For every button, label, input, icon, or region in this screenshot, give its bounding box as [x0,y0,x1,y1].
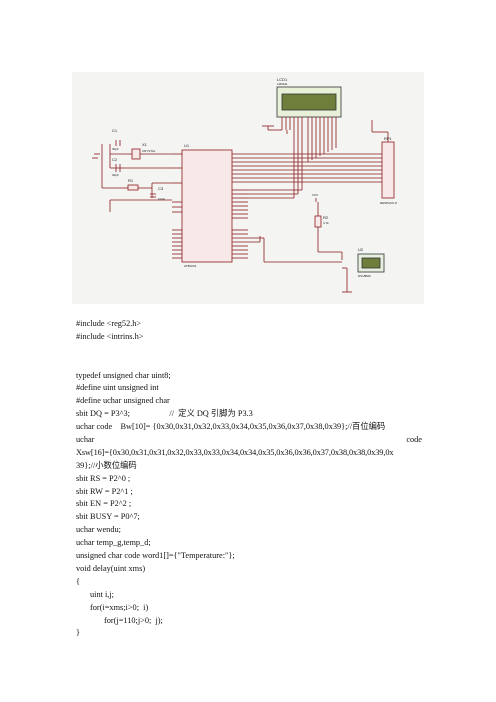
code-line-typedef: typedef unsigned char uint8; [76,370,171,380]
rp1-model: RESPACK-8 [380,201,397,205]
code-line-include-reg52: #include <reg52.h> [76,319,142,328]
u2-model: DS18B20 [358,274,371,278]
lcd-label: LCD1 [277,77,288,82]
r2-label: R2 [323,215,329,220]
code-line-delay-signature: void delay(uint xms) [76,563,146,573]
code-line-include-intrins: #include <intrins.h> [76,331,144,341]
c1-label: C1 [112,128,118,133]
code-line-sbit-en: sbit EN = P2^2 ; [76,499,132,509]
code-line-sbit-busy: sbit BUSY = P0^7; [76,512,140,522]
x1-value: CRYSTAL [142,149,156,153]
code-line-bw-array: uchar code Bw[10]= {0x30,0x31,0x32,0x33,… [76,422,386,432]
lcd-model: LM016L [277,82,288,86]
circuit-schematic-figure: LCD1 LM016L U1 AT89C51 C1 30pF C2 30pF C… [72,72,424,304]
xsw-code: code [406,435,422,445]
c2-label: C2 [112,157,118,162]
u2-label: U2 [358,247,364,252]
source-code-block: #include <reg52.h> #include <intrins.h> … [76,318,422,640]
code-line-xsw-array: Xsw[16]={0x30,0x31,0x31,0x32,0x33,0x33,0… [76,447,394,457]
c3-label: C3 [158,186,164,191]
c2-value: 30pF [112,173,119,177]
code-line-sbit-rw: sbit RW = P2^1 ; [76,486,133,496]
code-line-temp: uchar temp_g,temp_d; [76,538,151,548]
code-line-for-j: for(j=110;j>0; j); [104,615,163,625]
r1-label: R1 [128,178,134,183]
xsw-type: uchar [76,435,95,445]
code-line-xsw-end: 39};//小数位编码 [76,460,137,470]
code-line-sbit-dq: sbit DQ = P3^3; // 定义 DQ 引脚为 P3.3 [76,409,253,419]
r2-value: 4.7k [323,221,329,225]
code-line-wendu: uchar wendu; [76,525,121,535]
c3-value: 10uF [158,197,165,201]
u1-model: AT89C51 [184,264,197,268]
code-line-brace-open: { [76,576,80,586]
rp1-label: RP1 [384,136,393,141]
vcc-label: VCC [312,193,319,197]
u1-label: U1 [184,143,190,148]
code-line-define-uint: #define uint unsigned int [76,383,159,393]
code-line-brace-close: } [76,628,80,638]
c1-value: 30pF [112,147,119,151]
x1-label: X1 [142,142,148,147]
blank-gap [76,344,422,370]
code-line-xsw-decl: uchar code [76,434,422,447]
code-line-sbit-rs: sbit RS = P2^0 ; [76,473,131,483]
code-line-word1: unsigned char code word1[]={"Temperature… [76,551,235,561]
code-line-define-uchar: #define uchar unsigned char [76,396,170,406]
code-line-uint-ij: uint i,j; [90,589,114,599]
code-line-for-i: for(i=xms;i>0; i) [90,602,149,612]
